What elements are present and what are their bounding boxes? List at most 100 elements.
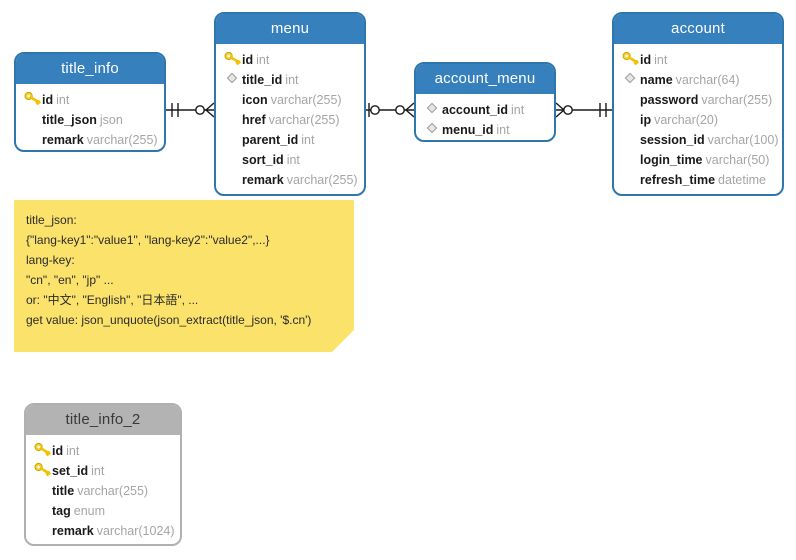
entity-title-title_info_2: title_info_2 <box>26 405 180 435</box>
relationship-menu-account_menu[interactable] <box>366 102 415 118</box>
note-line: lang-key: <box>26 253 75 267</box>
no-key-spacer <box>24 111 42 129</box>
attribute-name: sort_id <box>242 153 284 167</box>
primary-key-icon <box>34 442 52 460</box>
no-key-spacer <box>224 91 242 109</box>
attribute-type: int <box>301 133 315 147</box>
foreign-key-diamond-icon <box>424 121 442 139</box>
title_json-note[interactable]: title_json: {"lang-key1":"value1", "lang-… <box>14 200 354 352</box>
note-line: get value: json_unquote(json_extract(tit… <box>26 313 312 327</box>
attribute-type: varchar(50) <box>705 153 770 167</box>
attribute-type: varchar(1024) <box>96 524 175 538</box>
attribute-name: password <box>640 93 699 107</box>
attribute-name: id <box>640 53 652 67</box>
no-key-spacer <box>622 131 640 149</box>
attribute-type: json <box>99 113 123 127</box>
no-key-spacer <box>622 151 640 169</box>
attribute-name: parent_id <box>242 133 299 147</box>
relationship-account_menu-account[interactable] <box>555 102 612 118</box>
attribute-name: id <box>42 93 54 107</box>
no-key-spacer <box>34 482 52 500</box>
attribute-type: int <box>286 153 300 167</box>
relationship-title_info-menu[interactable] <box>166 102 215 118</box>
no-key-spacer <box>224 171 242 189</box>
foreign-key-diamond-icon <box>622 71 640 89</box>
entity-title-account: account <box>614 14 782 44</box>
attribute-name: menu_id <box>442 123 494 137</box>
note-line: {"lang-key1":"value1", "lang-key2":"valu… <box>26 233 270 247</box>
primary-key-icon <box>34 462 52 480</box>
note-text: title_json: {"lang-key1":"value1", "lang-… <box>26 210 342 330</box>
foreign-key-diamond-icon <box>224 71 242 89</box>
attribute-type: enum <box>73 504 106 518</box>
attribute-name: ip <box>640 113 652 127</box>
no-key-spacer <box>224 151 242 169</box>
attribute-type: datetime <box>718 173 766 187</box>
attribute-type: int <box>256 53 270 67</box>
note-line: "cn", "en", "jp" ... <box>26 273 114 287</box>
attribute-type: int <box>66 444 80 458</box>
note-line: title_json: <box>26 213 77 227</box>
attribute-type: int <box>91 464 105 478</box>
attribute-name: remark <box>52 524 94 538</box>
attribute-name: account_id <box>442 103 508 117</box>
attribute-name: title_json <box>42 113 97 127</box>
note-line: or: "中文", "English", "日本語", ... <box>26 293 199 307</box>
entity-title-title_info: title_info <box>16 54 164 84</box>
no-key-spacer <box>34 502 52 520</box>
no-key-spacer <box>622 171 640 189</box>
attribute-name: icon <box>242 93 268 107</box>
attribute-name: login_time <box>640 153 703 167</box>
primary-key-icon <box>224 51 242 69</box>
note-fold-corner <box>332 330 354 352</box>
attribute-type: varchar(255) <box>270 93 342 107</box>
attribute-type: varchar(64) <box>675 73 740 87</box>
attribute-name: remark <box>42 133 84 147</box>
attribute-type: varchar(255) <box>701 93 773 107</box>
attribute-name: id <box>242 53 254 67</box>
attribute-type: varchar(100) <box>707 133 779 147</box>
attribute-type: int <box>511 103 525 117</box>
no-key-spacer <box>622 111 640 129</box>
entity-title-account_menu: account_menu <box>416 64 554 94</box>
attribute-name: set_id <box>52 464 89 478</box>
attribute-type: int <box>56 93 70 107</box>
attribute-type: varchar(20) <box>654 113 719 127</box>
attribute-name: id <box>52 444 64 458</box>
attribute-type: int <box>496 123 510 137</box>
